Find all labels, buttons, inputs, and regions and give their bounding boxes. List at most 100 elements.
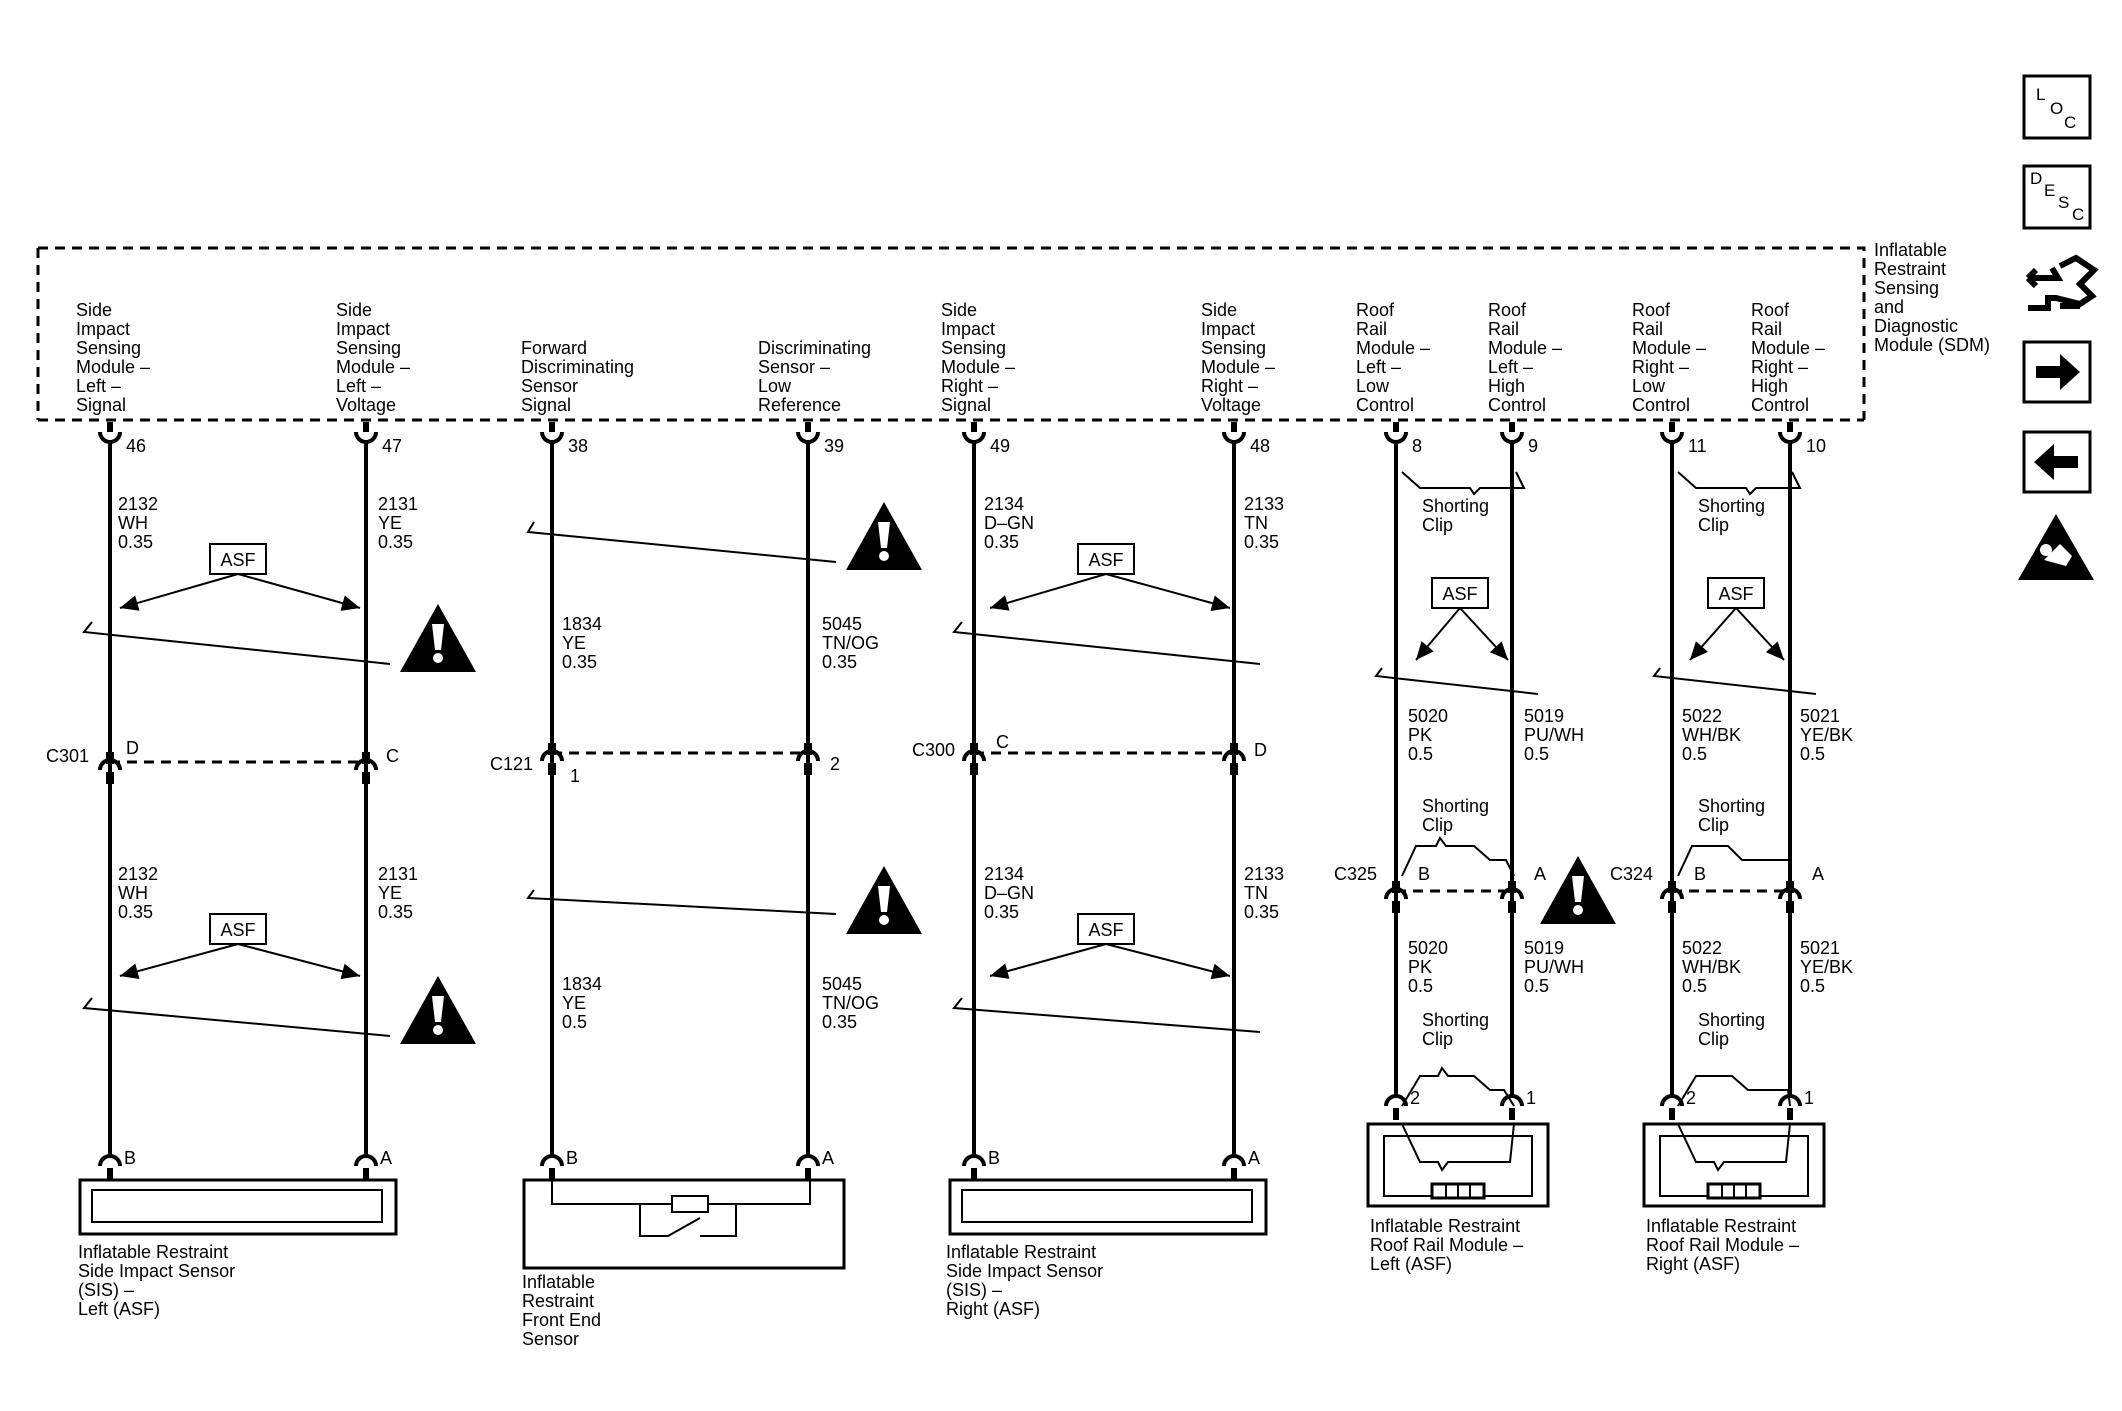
front-end-sensor (522, 1178, 846, 1270)
airbag-warning-button[interactable] (2018, 514, 2094, 580)
next-page-button[interactable] (2022, 340, 2092, 404)
asf-box (1077, 913, 1135, 945)
shorting-clip-symbol (1401, 836, 1515, 877)
device-pin-label: 1 (1804, 1088, 1814, 1108)
connector-pin (548, 743, 556, 755)
device-terminal (1660, 1094, 1684, 1107)
connector-pin (1392, 881, 1400, 893)
warning-icon (400, 604, 476, 672)
sdm-pin-49: 49 (990, 436, 1010, 456)
connector-pin (1786, 881, 1794, 893)
device-pin-label: B (124, 1148, 136, 1168)
connector-pin (970, 743, 978, 755)
terminal (1500, 431, 1524, 444)
break-marks (82, 521, 1817, 1037)
connector-end-view-icon (2025, 254, 2099, 311)
asf-arrow (119, 573, 239, 609)
connector-pin (1508, 901, 1516, 913)
connector-c325-pin-b: B (1418, 864, 1430, 884)
terminal (1222, 431, 1246, 444)
connector-view-button[interactable] (2020, 250, 2099, 326)
terminal-pin (1231, 422, 1237, 432)
asf-label: ASF (1088, 920, 1123, 940)
connector-c325-name: C325 (1334, 864, 1377, 884)
arrowhead (1765, 641, 1784, 660)
sdm-pin-39: 39 (824, 436, 844, 456)
terminal-pin (1669, 422, 1675, 432)
asf-arrow (1105, 943, 1231, 977)
device-pin-label: A (1248, 1148, 1260, 1168)
arrowhead (1489, 641, 1508, 660)
asf-arrow (237, 573, 361, 609)
device-pin (1509, 1108, 1515, 1120)
sdm-pin-38: 38 (568, 436, 588, 456)
break-mark (952, 997, 1261, 1033)
connector-pin (804, 763, 812, 775)
break-mark (82, 621, 391, 665)
desc-button[interactable]: D E S C (2022, 164, 2092, 230)
arrowhead (1210, 595, 1230, 611)
sdm-pin-10: 10 (1806, 436, 1826, 456)
asf-label: ASF (220, 920, 255, 940)
connector-c324-pin-b: B (1694, 864, 1706, 884)
asf-indicator: ASF (119, 913, 361, 980)
warning-icon (846, 502, 922, 570)
connector-pin (804, 743, 812, 755)
connector-pin (1668, 881, 1676, 893)
connector-pin (1786, 901, 1794, 913)
connector-pin (106, 772, 114, 784)
device-terminal (1222, 1154, 1246, 1167)
roof-rail-module-right (1642, 1122, 1826, 1208)
arrowhead (340, 963, 360, 980)
asf-box (1431, 577, 1489, 609)
terminal (540, 431, 564, 444)
asf-label: ASF (1088, 550, 1123, 570)
connector-c301-name: C301 (46, 746, 89, 766)
side-impact-sensor-right (948, 1178, 1268, 1236)
arrow-left-icon (2034, 444, 2078, 480)
terminal-pin (107, 422, 113, 432)
sdm-pin-9: 9 (1528, 436, 1538, 456)
asf-arrow (1105, 573, 1231, 609)
break-mark (82, 997, 391, 1037)
connector-pin (362, 772, 370, 784)
sdm-pin-47: 47 (382, 436, 402, 456)
connector-pin (1230, 743, 1238, 755)
airbag-warning-icon (2018, 514, 2094, 580)
loc-button[interactable]: L O C (2022, 74, 2092, 140)
arrowhead (1690, 641, 1708, 660)
device-terminal (1384, 1094, 1408, 1107)
warning-icon (400, 976, 476, 1044)
terminal-pin (805, 422, 811, 432)
terminal-pin (971, 422, 977, 432)
asf-arrow (989, 943, 1107, 977)
connector-c300-name: C300 (912, 740, 955, 760)
warning-icon (1540, 856, 1616, 924)
device-terminal (98, 1154, 122, 1167)
previous-page-button[interactable] (2022, 430, 2092, 494)
arrowhead (990, 595, 1010, 611)
